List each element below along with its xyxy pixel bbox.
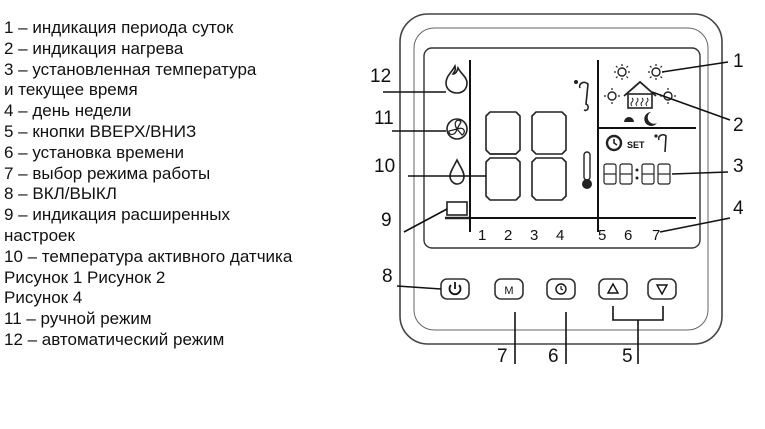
legend-line-13: Рисунок 1 Рисунок 2 [4,267,166,287]
leader-lines [383,61,731,364]
day-1: 1 [478,227,486,244]
legend: 1 – индикация периода суток 2 – индикаци… [4,18,424,351]
triangle-down-icon [655,284,669,296]
clock-icon [555,283,567,295]
callout-12: 12 [370,66,391,87]
leader-1 [661,61,729,73]
callout-6: 6 [548,346,559,367]
day-4: 4 [556,227,564,244]
big-digit-1 [485,111,521,201]
triangle-up-icon [606,282,620,294]
legend-line-14: Рисунок 4 [4,288,83,308]
day-6: 6 [624,227,632,244]
callout-1: 1 [733,51,744,72]
clock-symbol-icon [605,134,623,152]
lcd-screen [423,47,701,249]
leader-4 [659,217,731,233]
mode-button-label: M [504,285,513,297]
callout-3: 3 [733,156,744,177]
legend-line-3: 3 – установленная температура [4,59,257,79]
legend-line-9: 8 – ВКЛ/ВЫКЛ [4,184,117,204]
legend-line-16: 12 – автоматический режим [4,329,225,349]
leader-2 [651,91,731,121]
sun-icon-3 [604,88,620,104]
day-5: 5 [598,227,606,244]
legend-line-2: 2 – индикация нагрева [4,38,184,58]
manual-mode-icon [446,118,468,140]
time-digits [603,163,671,185]
day-7: 7 [652,227,660,244]
power-icon [448,282,462,296]
moon-icon [644,112,657,126]
heating-house-icon [623,80,657,109]
legend-line-5: 4 – день недели [4,101,132,121]
advanced-settings-icon [445,201,469,220]
device-inner-frame [413,27,709,331]
thermometer-icon [582,151,592,189]
sunset-icon [624,117,634,122]
clock-button[interactable] [546,278,576,300]
set-label: SET [627,140,645,150]
auto-mode-icon [445,63,468,94]
legend-line-11: настроек [4,225,75,245]
legend-line-6: 5 – кнопки ВВЕРХ/ВНИЗ [4,121,197,141]
day-2: 2 [504,227,512,244]
water-drop-icon [449,158,465,185]
down-button[interactable] [647,278,677,300]
day-3: 3 [530,227,538,244]
legend-line-15: 11 – ручной режим [4,309,152,329]
legend-line-12: 10 – температура активного датчика [4,246,293,266]
sun-icon-1 [614,64,630,80]
callout-10: 10 [374,156,395,177]
callout-8: 8 [382,266,393,287]
leader-8 [396,285,442,290]
leader-3 [671,171,729,175]
legend-line-8: 7 – выбор режима работы [4,163,211,183]
big-digit-2 [531,111,567,201]
callout-2: 2 [733,115,744,136]
power-button[interactable] [440,278,470,300]
set-sensor-icon [654,133,667,153]
legend-line-7: 6 – установка времени [4,142,185,162]
callout-4: 4 [733,198,744,219]
callout-9: 9 [381,210,392,231]
leader-9 [403,208,448,233]
callout-11: 11 [374,108,394,129]
legend-line-1: 1 – индикация периода суток [4,18,234,37]
legend-line-4: и текущее время [4,80,138,100]
legend-line-10: 9 – индикация расширенных [4,205,231,225]
up-button[interactable] [598,278,628,300]
mode-button[interactable]: M [494,278,524,300]
callout-7: 7 [497,346,508,367]
callout-5: 5 [622,346,633,367]
sensor-icon [574,80,589,112]
